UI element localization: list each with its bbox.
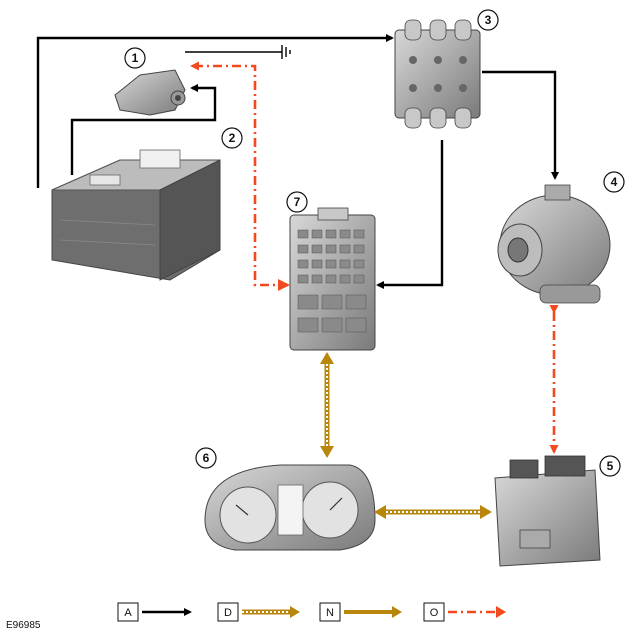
callout-6: 6 [195, 447, 217, 469]
generator [497, 184, 611, 304]
connections-dashdot-red [190, 61, 559, 454]
legend-item-a: A [117, 602, 192, 622]
ground-icon [185, 45, 291, 59]
svg-text:5: 5 [607, 459, 614, 473]
svg-text:3: 3 [485, 13, 492, 27]
battery-to-fuse-box-line [36, 34, 394, 188]
svg-text:O: O [430, 607, 439, 619]
svg-text:D: D [224, 607, 232, 619]
callout-4: 4 [603, 171, 625, 193]
fuse-box-to-junction-box-line [376, 140, 444, 289]
fuse-box-to-generator-line [482, 70, 559, 180]
svg-text:2: 2 [229, 131, 236, 145]
callout-7: 7 [286, 191, 308, 213]
engine-control-module [494, 455, 601, 567]
svg-text:N: N [326, 607, 334, 619]
central-junction-box [289, 207, 376, 351]
instrument-cluster [204, 464, 376, 551]
svg-text:4: 4 [611, 175, 618, 189]
legend-item-n: N [319, 602, 402, 622]
svg-text:7: 7 [294, 195, 301, 209]
legend-item-d: D [217, 602, 300, 622]
callout-2: 2 [221, 127, 243, 149]
callout-3: 3 [477, 9, 499, 31]
legend-item-o: O [423, 602, 506, 622]
svg-text:A: A [124, 607, 132, 619]
callout-1: 1 [124, 47, 146, 69]
gold-arrowheads [320, 352, 492, 519]
svg-text:6: 6 [203, 451, 210, 465]
battery [51, 149, 221, 281]
connections-dotted-gold [324, 360, 484, 515]
battery-to-sensor-line [70, 84, 217, 175]
svg-text:1: 1 [132, 51, 139, 65]
figure-reference: E96985 [6, 620, 41, 631]
connections-solid-black [36, 34, 559, 289]
legend: A D N O [117, 602, 506, 622]
callout-5: 5 [599, 455, 621, 477]
red-arrowhead-into-junction-box [278, 279, 290, 291]
fuse-box [394, 19, 481, 129]
battery-monitoring-sensor [114, 69, 186, 116]
